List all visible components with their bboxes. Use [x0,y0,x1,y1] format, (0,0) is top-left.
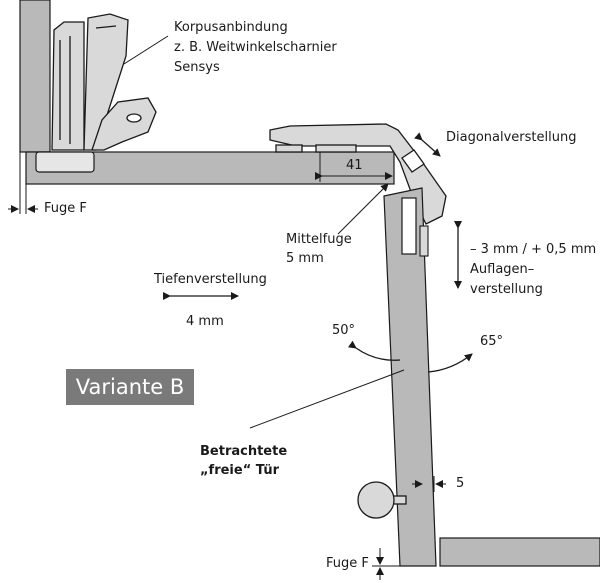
wide-angle-hinge [51,13,157,151]
tiefen-label: Tiefenverstellung [154,272,267,287]
diagonal-label: Diagonalverstellung [446,130,577,145]
hinge-cup [35,151,95,173]
betrachtete-label-line2: „freie“ Tür [200,463,280,478]
cabinet-bottom-panel [439,537,600,567]
fuge-bottom-label: Fuge F [326,556,369,571]
korpus-leader [123,35,169,65]
door-hinge-arm [269,123,447,225]
mittelfuge-label-line2: 5 mm [286,251,324,266]
fuge-top-dimension [8,184,38,214]
angle-50-label: 50° [332,323,356,338]
korpus-label-line1: Korpusanbindung [174,20,288,35]
korpus-label-line3: Sensys [174,60,220,75]
mittelfuge-label-line1: Mittelfuge [286,232,352,247]
dimension-41 [315,152,395,182]
door-knob [357,481,407,519]
diagonal-arrow [414,132,441,157]
fuge-top-label: Fuge F [44,201,87,216]
korpus-label-line2: z. B. Weitwinkelscharnier [174,40,337,55]
angle-65-label: 65° [480,334,504,349]
tiefen-value: 4 mm [186,314,224,329]
door-cup [401,197,417,255]
auflagen-label-line3: verstellung [470,282,543,297]
betrachtete-leader [249,369,405,429]
auflagen-label-line2: Auflagen– [470,262,535,277]
free-door [383,187,437,567]
dim-5-label: 5 [456,476,465,491]
cabinet-side-wall [19,0,51,153]
auflagen-label-line1: – 3 mm / + 0,5 mm [470,242,597,257]
angle-50-arc [347,340,401,361]
angle-65-arc [427,353,473,373]
dimension-5 [412,476,446,492]
door-mounting-plate [419,225,429,257]
mittelfuge-leader [337,183,389,235]
dim-41-label: 41 [346,158,363,173]
variant-badge: Variante B [66,369,194,405]
fuge-bottom-dimension [372,548,400,580]
betrachtete-label-line1: Betrachtete [200,444,288,459]
